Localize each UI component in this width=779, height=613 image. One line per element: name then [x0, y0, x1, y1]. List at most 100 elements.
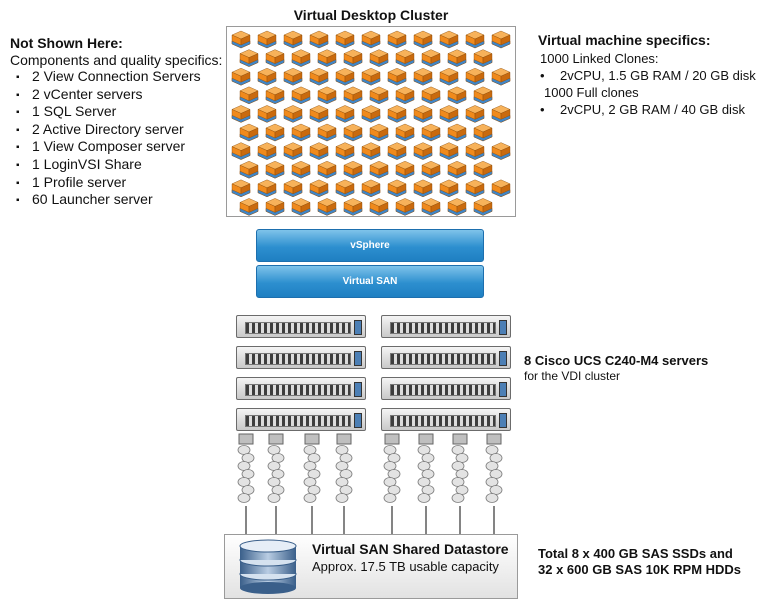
vm-cube-icon [309, 142, 329, 160]
cluster-title: Virtual Desktop Cluster [293, 7, 449, 23]
cable-icon [267, 433, 285, 536]
vm-cube-icon [239, 86, 259, 105]
rack-server-icon [381, 408, 511, 431]
component-item: 1 View Composer server [16, 138, 201, 156]
vm-cube-icon [361, 67, 381, 86]
vm-cube-icon [239, 123, 259, 142]
vm-cube-icon [283, 179, 303, 198]
vm-cube-icon [231, 179, 251, 198]
vm-cube-icon [361, 142, 381, 160]
vm-cube-icon [387, 179, 407, 198]
vm-cube-icon [343, 198, 363, 216]
storage-total-line-1: Total 8 x 400 GB SAS SSDs and [538, 546, 733, 561]
vm-cube-icon [317, 123, 337, 142]
component-item: 60 Launcher server [16, 191, 201, 209]
vm-cube-icon [265, 123, 285, 142]
vm-cube-icon [421, 198, 441, 216]
vm-cube-icon [369, 86, 389, 105]
vm-cube-icon [439, 142, 459, 160]
datastore-title: Virtual SAN Shared Datastore [312, 541, 509, 557]
vm-cube-icon [239, 160, 259, 179]
vm-cube-icon [283, 142, 303, 160]
vm-cube-icon [387, 30, 407, 49]
vm-cube-icon [439, 30, 459, 49]
component-item: 1 Profile server [16, 174, 201, 192]
vm-cube-icon [395, 160, 415, 179]
servers-title: 8 Cisco UCS C240-M4 servers [524, 353, 709, 368]
vm-cube-icon [309, 105, 329, 123]
vm-cube-icon [439, 67, 459, 86]
vm-cube-icon [465, 30, 485, 49]
vm-cube-icon [265, 198, 285, 216]
vm-cube-icon [283, 105, 303, 123]
vm-cube-icon [395, 123, 415, 142]
vm-cube-icon [465, 142, 485, 160]
vm-cube-icon [413, 105, 433, 123]
vm-cube-icon [335, 105, 355, 123]
servers-subtitle: for the VDI cluster [524, 369, 621, 383]
rack-server-icon [381, 346, 511, 369]
vm-cube-icon [421, 160, 441, 179]
vm-cube-icon [343, 86, 363, 105]
vm-cube-icon [317, 160, 337, 179]
vm-cube-icon [291, 86, 311, 105]
vsan-layer: Virtual SAN [256, 265, 484, 298]
vm-cube-icon [387, 105, 407, 123]
vm-cube-icon [413, 142, 433, 160]
vm-cube-icon [421, 86, 441, 105]
vm-cube-icon [447, 49, 467, 67]
full-clones-spec: 2vCPU, 2 GB RAM / 40 GB disk [540, 102, 745, 117]
vm-cube-icon [317, 49, 337, 67]
vm-cube-icon [257, 142, 277, 160]
vm-cube-icon [257, 67, 277, 86]
vm-cube-icon [491, 142, 511, 160]
vm-cube-icon [231, 142, 251, 160]
vm-cube-icon [491, 105, 511, 123]
vm-cube-icon [283, 67, 303, 86]
component-item: 2 View Connection Servers [16, 68, 201, 86]
datastore-capacity: Approx. 17.5 TB usable capacity [312, 559, 499, 574]
vm-cube-icon [473, 198, 493, 216]
vm-cube-icon [369, 49, 389, 67]
rack-server-icon [381, 377, 511, 400]
linked-clones-label: 1000 Linked Clones: [540, 51, 659, 66]
vm-cube-icon [291, 49, 311, 67]
vm-cube-icon [265, 160, 285, 179]
vm-cube-icon [395, 86, 415, 105]
vm-cube-icon [491, 30, 511, 49]
component-item: 2 vCenter servers [16, 86, 201, 104]
components-list: 2 View Connection Servers 2 vCenter serv… [16, 68, 201, 209]
vm-cube-icon [291, 160, 311, 179]
cable-icon [237, 433, 255, 536]
vsphere-layer: vSphere [256, 229, 484, 262]
vm-cube-icon [343, 160, 363, 179]
vm-cube-icon [335, 67, 355, 86]
component-item: 1 SQL Server [16, 103, 201, 121]
full-clones-label: 1000 Full clones [544, 85, 639, 100]
vm-cube-icon [335, 30, 355, 49]
vm-cube-icon [447, 198, 467, 216]
vm-cube-icon [231, 30, 251, 49]
vm-cube-icon [265, 86, 285, 105]
rack-server-icon [381, 315, 511, 338]
vm-cube-icon [473, 49, 493, 67]
components-subtitle: Components and quality specifics: [10, 52, 223, 68]
database-icon [239, 539, 297, 594]
rack-server-icon [236, 346, 366, 369]
vm-cube-icon [421, 123, 441, 142]
linked-clones-spec-text: 2vCPU, 1.5 GB RAM / 20 GB disk [560, 68, 756, 83]
vm-cube-icon [291, 198, 311, 216]
vm-cube-icon [361, 179, 381, 198]
vm-cube-icon [447, 123, 467, 142]
vm-cube-icon [239, 198, 259, 216]
vm-cube-icon [439, 179, 459, 198]
vm-cube-icon [465, 105, 485, 123]
vm-cube-icon [421, 49, 441, 67]
vm-grid [231, 30, 511, 216]
vm-cube-icon [265, 49, 285, 67]
full-clones-spec-text: 2vCPU, 2 GB RAM / 40 GB disk [560, 102, 745, 117]
vm-cube-icon [395, 49, 415, 67]
vm-cube-icon [309, 67, 329, 86]
component-item: 2 Active Directory server [16, 121, 201, 139]
not-shown-title: Not Shown Here: [10, 35, 123, 51]
